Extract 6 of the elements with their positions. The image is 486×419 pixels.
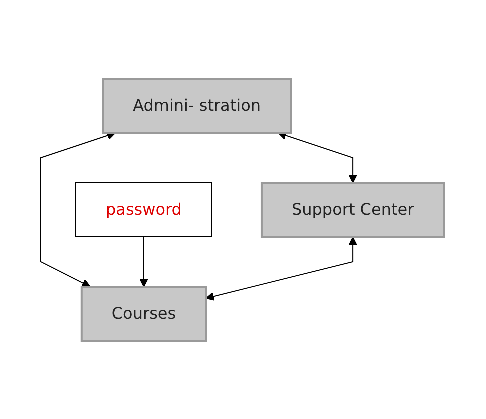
node-box: password [76,182,213,237]
node-box: Admini- stration [102,78,292,134]
arrow [206,236,358,300]
arrow [140,236,149,287]
node-box: Courses [81,286,208,342]
node-box: Support Center [261,182,446,238]
